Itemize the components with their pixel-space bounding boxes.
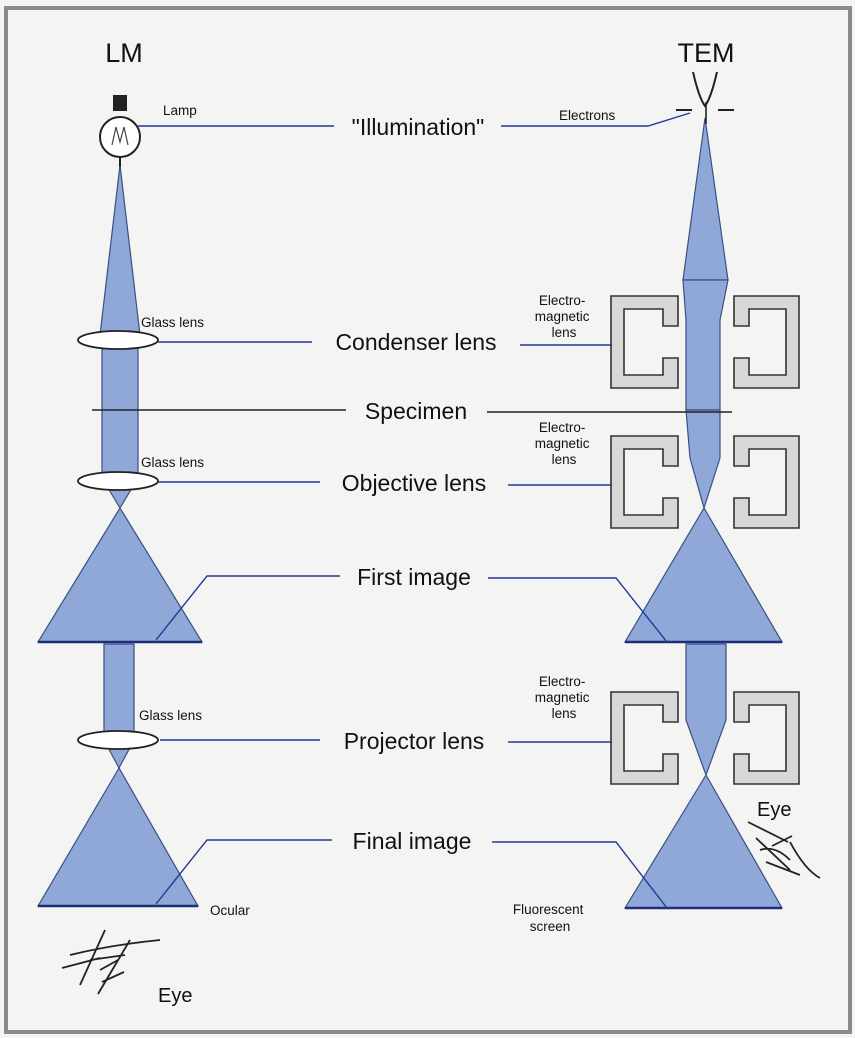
em-lens-condenser-left [610,295,679,389]
objective-lens-label: Objective lens [342,470,486,496]
fluorescent-screen-label: Fluorescent screen [513,902,587,934]
tem-projector-column [685,643,727,777]
tem-header: TEM [678,38,735,68]
em-lens-condenser-right [733,295,800,389]
lm-eye-icon [61,929,161,995]
condenser-lens-label: Condenser lens [335,329,496,355]
lm-beam-column-lower [103,643,135,737]
leader-lines [92,112,732,909]
tem-beam-path [623,117,784,910]
lm-header: LM [105,38,143,68]
lamp-label: Lamp [163,103,197,118]
first-image-label: First image [357,564,471,590]
lm-condenser-glass-lens [77,330,159,350]
lm-projector-glass-lens [77,730,159,750]
em-lens-objective-label: Electro- magnetic lens [535,420,594,467]
em-lens-projector-label: Electro- magnetic lens [535,674,594,721]
tem-eye-label: Eye [757,799,791,821]
specimen-label: Specimen [365,398,467,424]
lm-beam-column-upper [101,334,139,476]
lamp-icon [99,95,141,167]
lm-eye-label: Eye [158,985,192,1007]
projector-lens-label: Projector lens [344,728,485,754]
lm-objective-glass-lens [77,471,159,491]
illumination-label: "Illumination" [352,114,485,140]
lm-beam-path [36,164,204,908]
em-lens-condenser-label: Electro- magnetic lens [535,293,594,340]
em-lens-objective-right [733,435,800,529]
electron-source-icon [676,71,734,124]
lm-glass-lens-projector-label: Glass lens [139,708,202,723]
em-lens-projector-right [733,691,800,785]
lm-glass-lens-objective-label: Glass lens [141,455,204,470]
ocular-label: Ocular [210,903,250,918]
em-lens-objective-left [610,435,679,529]
lm-glass-lens-condenser-label: Glass lens [141,315,204,330]
tem-eye-icon [747,821,821,879]
final-image-label: Final image [353,828,472,854]
tem-objective-column [685,409,721,511]
em-lens-projector-left [610,691,679,785]
electrons-label: Electrons [559,108,616,123]
